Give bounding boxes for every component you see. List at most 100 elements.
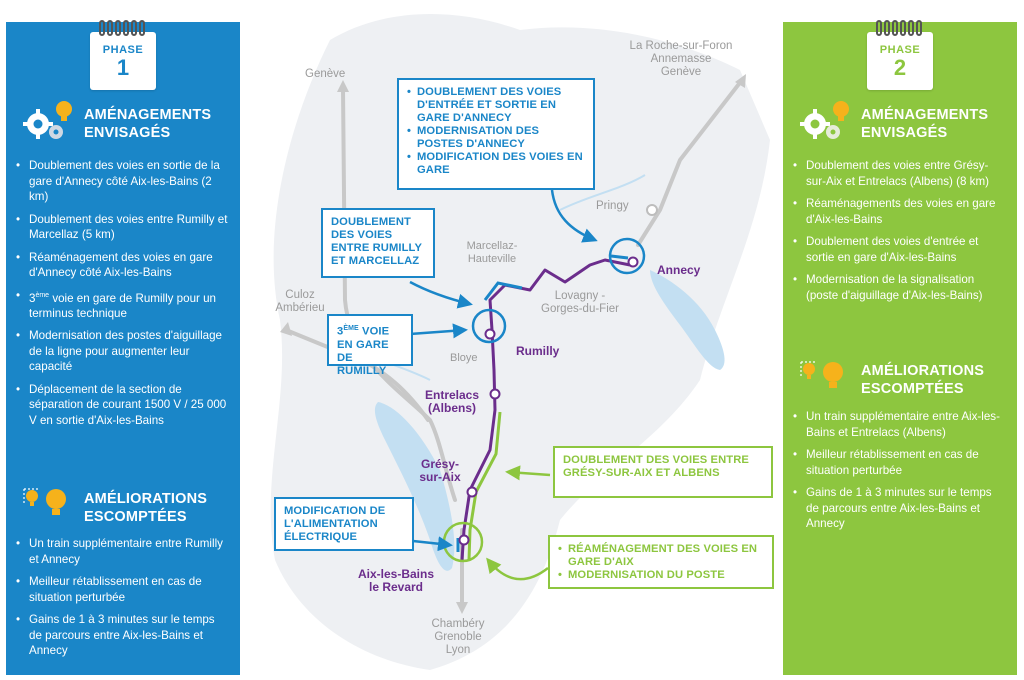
roche-arrow-icon — [735, 74, 746, 88]
label-gresy: Grésy- sur-Aix — [410, 458, 470, 484]
phase2-section2-title-line2: ESCOMPTÉES — [861, 381, 964, 397]
phase1-ameliorations-list: Un train supplémentaire entre Rumilly et… — [16, 536, 230, 666]
list-item: Doublement des voies entre Grésy-sur-Aix… — [793, 158, 1007, 189]
phase2-section1-title-line1: AMÉNAGEMENTS — [861, 107, 989, 123]
list-item: Modernisation des postes d'aiguillage de… — [16, 328, 230, 375]
label-marcellaz-line2: Hauteville — [467, 253, 517, 265]
callout-annecy-item: MODIFICATION DES VOIES EN GARE — [407, 151, 585, 177]
label-aix-line1: Aix-les-Bains — [357, 567, 435, 581]
label-gresy-line2: sur-Aix — [419, 470, 461, 484]
label-bloye: Bloye — [450, 352, 478, 364]
label-marcellaz-line1: Marcellaz- — [466, 240, 518, 252]
list-item: Déplacement de la section de séparation … — [16, 382, 230, 429]
phase1-panel: PHASE 1 AMÉNAGEMENTS ENVISAGÉS Doublemen… — [6, 20, 240, 675]
lightbulbs-icon — [23, 488, 66, 515]
label-entrelacs: Entrelacs (Albens) — [418, 389, 486, 415]
arrow-gresy-albens — [505, 465, 551, 481]
station-annecy-dot — [627, 256, 639, 268]
label-roche-line2: Annemasse — [650, 53, 712, 65]
label-roche-line1: La Roche-sur-Foron — [629, 40, 733, 52]
list-item: Réaménagements des voies en gare d'Aix-l… — [793, 196, 1007, 227]
line-to-roche — [636, 78, 744, 247]
phase2-section1-title: AMÉNAGEMENTS ENVISAGÉS — [861, 106, 988, 142]
callout-voie-prefix: 3 — [337, 325, 344, 338]
phase2-section2-title-line1: AMÉLIORATIONS — [861, 363, 985, 379]
label-aix: Aix-les-Bains le Revard — [348, 568, 444, 594]
arrow-aix-gare — [486, 557, 549, 581]
label-roche: La Roche-sur-Foron Annemasse Genève — [612, 40, 750, 79]
list-item: Modernisation de la signalisation (poste… — [793, 272, 1007, 303]
arrow-rumilly-voie — [409, 323, 468, 339]
culoz-arrow-icon — [280, 322, 292, 336]
phase2-calendar-tag: PHASE 2 — [867, 20, 933, 90]
phase2-tag-number: 2 — [893, 55, 907, 80]
phase2-section2-title: AMÉLIORATIONS ESCOMPTÉES — [861, 362, 984, 398]
callout-alimentation: MODIFICATION DE L'ALIMENTATION ÉLECTRIQU… — [274, 497, 414, 551]
label-lovagny-line1: Lovagny - — [554, 290, 606, 302]
arrow-annecy-callout — [550, 189, 598, 243]
phase1-tag-label: PHASE — [102, 44, 144, 56]
callout-annecy-item: MODERNISATION DES POSTES D'ANNECY — [407, 125, 585, 151]
phase1-calendar-tag: PHASE 1 — [90, 20, 156, 90]
phase2-amenagements-list: Doublement des voies entre Grésy-sur-Aix… — [793, 158, 1007, 310]
callout-aix-item: RÉAMÉNAGEMENT DES VOIES EN GARE D'AIX — [558, 543, 764, 569]
gears-bulb-icon — [800, 101, 849, 139]
phase1-tag-number: 1 — [116, 55, 130, 80]
list-item: Doublement des voies entre Rumilly et Ma… — [16, 212, 230, 243]
list-item: Un train supplémentaire entre Aix-les-Ba… — [793, 409, 1007, 440]
rumilly-circle — [471, 308, 507, 344]
callout-aix-gare: RÉAMÉNAGEMENT DES VOIES EN GARE D'AIX MO… — [548, 535, 774, 589]
item-text: voie en gare de Rumilly pour un terminus… — [29, 291, 217, 320]
phase2-tag-label: PHASE — [879, 44, 921, 56]
phase1-section1-title: AMÉNAGEMENTS ENVISAGÉS — [84, 106, 211, 142]
label-gresy-line1: Grésy- — [420, 457, 460, 471]
label-chambery-line2: Grenoble — [434, 631, 482, 643]
geneve-arrow-icon — [337, 80, 349, 92]
lac-d-annecy — [650, 270, 725, 370]
label-culoz-line1: Culoz — [285, 289, 315, 301]
station-aix-dot — [458, 534, 470, 546]
phase2-panel: PHASE 2 AMÉNAGEMENTS ENVISAGÉS Doublemen… — [783, 20, 1017, 675]
station-gresy-dot — [466, 486, 478, 498]
label-lovagny-line2: Gorges-du-Fier — [541, 303, 619, 315]
phase2-ameliorations-list: Un train supplémentaire entre Aix-les-Ba… — [793, 409, 1007, 539]
list-item: Gains de 1 à 3 minutes sur le temps de p… — [16, 612, 230, 659]
phase1-section1-title-line1: AMÉNAGEMENTS — [84, 107, 212, 123]
list-item: 3ème voie en gare de Rumilly pour un ter… — [16, 288, 230, 322]
doubled-blue-annecy — [610, 254, 629, 260]
item-prefix: 3 — [29, 291, 36, 305]
label-roche-line3: Genève — [660, 66, 702, 78]
doubled-blue-rumilly-marcellaz — [483, 281, 523, 301]
item-sup: ème — [35, 291, 50, 299]
calendar-rings-icon — [876, 20, 922, 36]
list-item: Un train supplémentaire entre Rumilly et… — [16, 536, 230, 567]
station-pringy-dot — [646, 204, 658, 216]
callout-voie-rest: VOIE EN GARE DE RUMILLY — [337, 325, 390, 377]
annecy-circle — [608, 237, 646, 275]
label-chambery-line3: Lyon — [445, 644, 471, 656]
list-item: Doublement des voies d'entrée et sortie … — [793, 234, 1007, 265]
label-entrelacs-line2: (Albens) — [428, 401, 476, 415]
arrow-rumilly-marcellaz — [409, 280, 473, 309]
chambery-arrow-icon — [456, 602, 468, 614]
gears-bulb-icon — [23, 101, 72, 139]
label-pringy: Pringy — [596, 200, 629, 212]
phase2-section1-title-line2: ENVISAGÉS — [861, 125, 948, 141]
phase1-section2-title-line2: ESCOMPTÉES — [84, 509, 187, 525]
list-item: Doublement des voies en sortie de la gar… — [16, 158, 230, 205]
label-marcellaz: Marcellaz- Hauteville — [452, 240, 532, 266]
phase1-section2-title: AMÉLIORATIONS ESCOMPTÉES — [84, 490, 207, 526]
label-aix-line2: le Revard — [368, 580, 424, 594]
callout-annecy: DOUBLEMENT DES VOIES D'ENTRÉE ET SORTIE … — [397, 78, 595, 190]
label-entrelacs-line1: Entrelacs — [424, 388, 480, 402]
lightbulbs-icon — [800, 361, 843, 388]
list-item: Meilleur rétablissement en cas de situat… — [16, 574, 230, 605]
phase1-section2-title-line1: AMÉLIORATIONS — [84, 491, 208, 507]
label-culoz: Culoz Ambérieu — [270, 289, 330, 315]
callout-annecy-item: DOUBLEMENT DES VOIES D'ENTRÉE ET SORTIE … — [407, 86, 585, 125]
station-entrelacs-dot — [489, 388, 501, 400]
label-lovagny: Lovagny - Gorges-du-Fier — [530, 290, 630, 316]
label-chambery-line1: Chambéry — [431, 618, 485, 630]
arrow-alimentation — [412, 536, 453, 552]
label-geneve: Genève — [305, 68, 346, 80]
